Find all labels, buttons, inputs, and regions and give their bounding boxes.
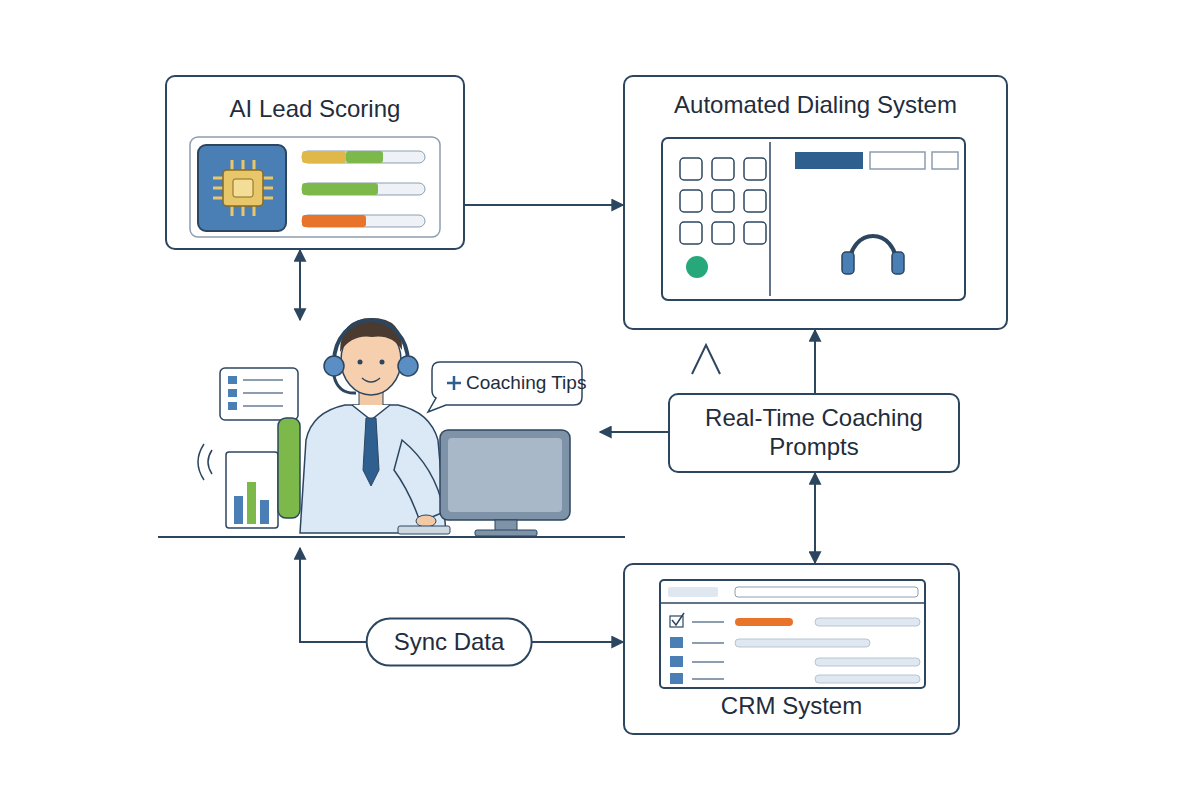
headset-cup — [324, 356, 344, 376]
score-bar — [302, 215, 366, 227]
agent-art — [158, 318, 625, 537]
row-bar — [815, 675, 920, 683]
headset-band — [850, 236, 896, 262]
plus-icon — [447, 376, 461, 390]
call-button — [686, 256, 708, 278]
node-title: Automated Dialing System — [674, 91, 957, 120]
connector-arrow — [814, 473, 816, 563]
row-bar — [815, 618, 920, 626]
row-checkbox — [670, 673, 683, 684]
key — [680, 158, 702, 180]
eye — [358, 360, 363, 365]
doc-bullet — [228, 389, 237, 397]
score-bar — [346, 151, 383, 163]
score-track — [302, 215, 425, 227]
key — [680, 222, 702, 244]
key — [712, 158, 734, 180]
dialer-art — [662, 138, 965, 300]
toolbar-line — [660, 602, 925, 604]
crm-art — [660, 580, 925, 688]
headset-mic — [334, 376, 356, 393]
panel — [662, 138, 965, 300]
hair — [340, 318, 402, 352]
chair — [278, 418, 300, 518]
key — [680, 190, 702, 212]
monitor-screen — [448, 438, 562, 512]
row-bar — [735, 618, 793, 626]
module-box: Real-Time Coaching Prompts — [668, 393, 960, 473]
screen-bar — [795, 152, 863, 169]
chart-bar — [234, 496, 243, 524]
divider — [769, 142, 771, 296]
headset-cup — [892, 252, 904, 274]
address-bar — [735, 587, 918, 597]
connector-arrow — [814, 330, 816, 393]
score-bar — [302, 151, 346, 163]
smile — [362, 378, 380, 382]
node-title: Real-Time Coaching Prompts — [689, 404, 939, 462]
edge-label: Sync Data — [366, 618, 533, 667]
agent-workstation: Coaching Tips — [160, 320, 600, 548]
score-bar — [302, 183, 378, 195]
arm — [394, 440, 444, 522]
connector-arrow — [299, 250, 301, 320]
headset-band — [334, 320, 408, 362]
headset-cup — [398, 356, 418, 376]
chip-core — [233, 179, 253, 197]
shirt — [300, 405, 446, 533]
chart-bar — [247, 482, 256, 524]
doc-lines — [243, 380, 283, 406]
chart-bar — [260, 500, 269, 524]
module-box: Automated Dialing System — [623, 75, 1008, 330]
sound-waves — [198, 444, 212, 480]
module-box: AI Lead Scoring — [165, 75, 465, 250]
lead-scoring-art — [190, 137, 440, 237]
doc-bullet — [228, 402, 237, 410]
module-box: CRM System — [623, 563, 960, 735]
screen-field — [870, 152, 925, 169]
chip-pins — [213, 160, 273, 216]
report — [226, 452, 278, 528]
monitor — [440, 430, 570, 520]
score-track — [302, 151, 425, 163]
chip-base — [198, 145, 286, 231]
row-text — [692, 622, 724, 679]
keypad — [680, 158, 766, 244]
row-bar — [815, 658, 920, 666]
chevron-mark — [692, 345, 720, 374]
crm-screen — [660, 580, 925, 688]
key — [744, 190, 766, 212]
headset-cup — [842, 252, 854, 274]
bubble-text: Coaching Tips — [466, 372, 586, 395]
panel — [190, 137, 440, 237]
keyboard — [398, 526, 450, 534]
check-mark — [672, 613, 684, 625]
connector-arrow — [600, 431, 668, 433]
row-checkbox — [670, 656, 683, 667]
desk — [158, 536, 625, 538]
node-title: AI Lead Scoring — [230, 95, 401, 124]
key — [712, 190, 734, 212]
hand — [416, 515, 436, 527]
connector-arrow — [465, 204, 623, 206]
eye — [380, 360, 385, 365]
doc-bullet — [228, 376, 237, 384]
row-checkbox — [670, 637, 683, 648]
key — [744, 158, 766, 180]
chip — [223, 170, 263, 206]
toolbar-item — [668, 587, 718, 597]
score-track — [302, 183, 425, 195]
document — [220, 368, 298, 420]
key — [744, 222, 766, 244]
node-title: CRM System — [721, 692, 862, 721]
monitor-base — [475, 530, 537, 536]
key — [712, 222, 734, 244]
screen-field — [932, 152, 958, 169]
row-bar — [735, 639, 870, 647]
tie — [363, 418, 379, 486]
